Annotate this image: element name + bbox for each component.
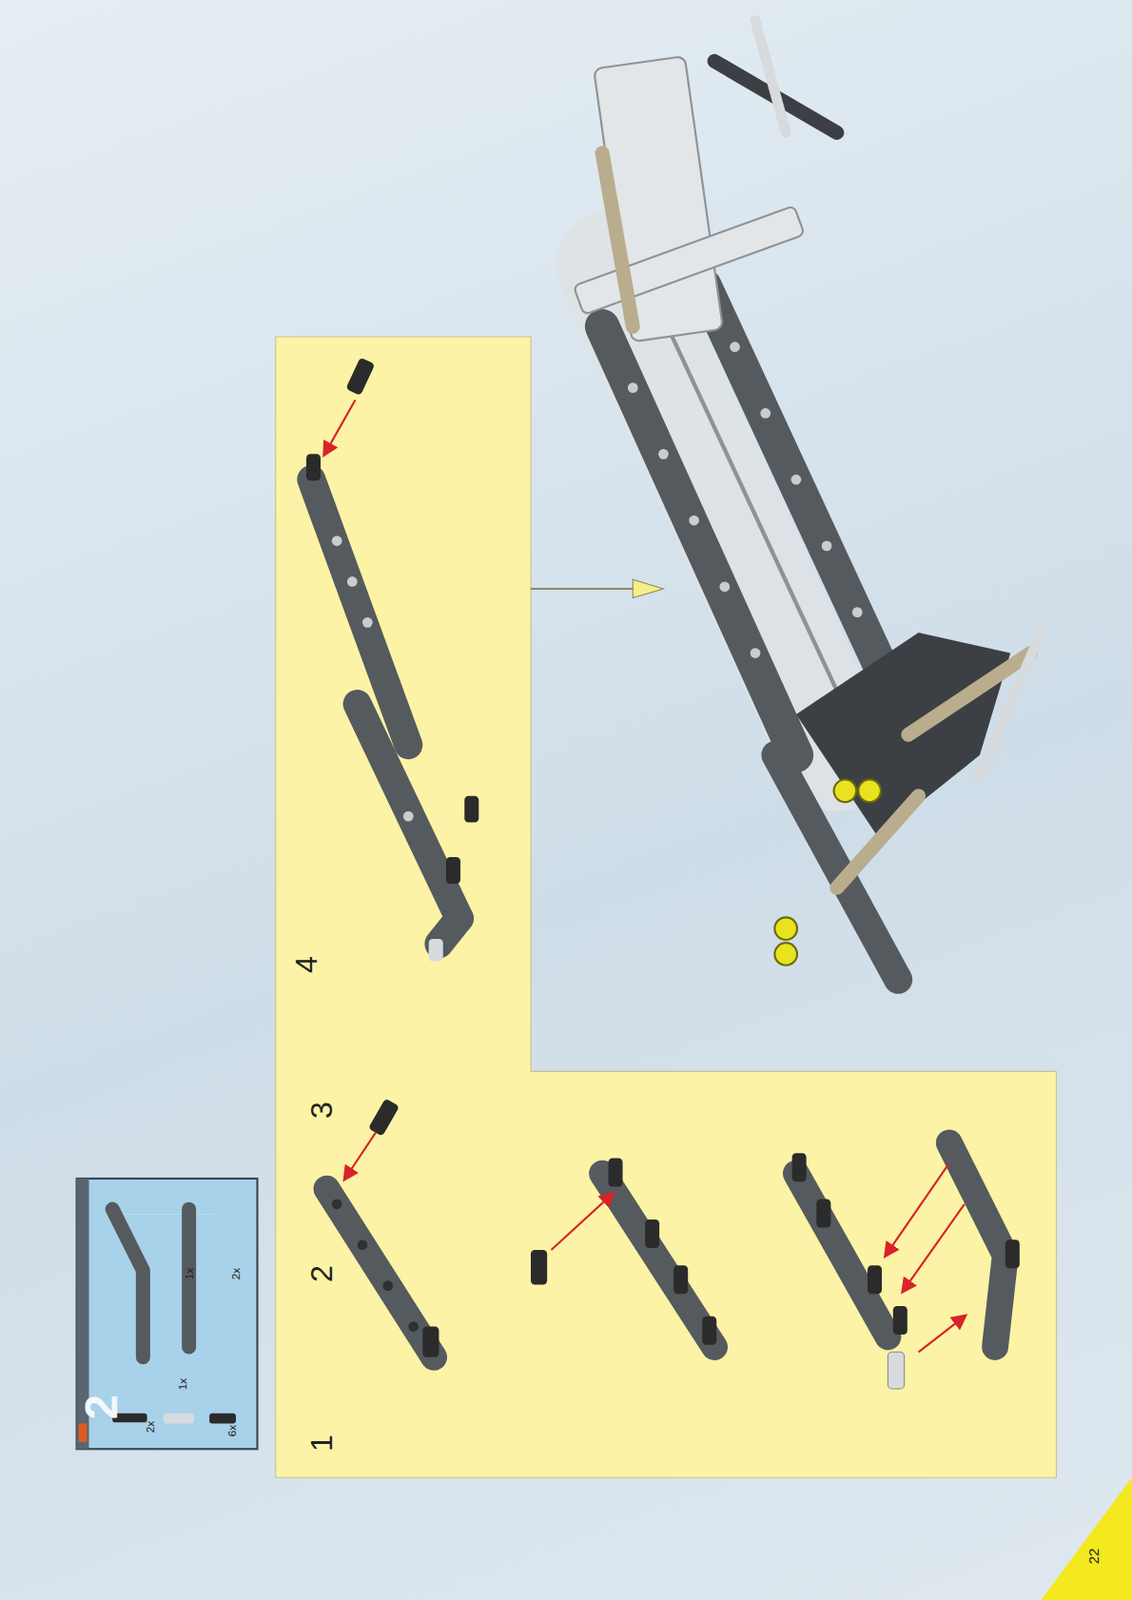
beam-step-2	[530, 1158, 717, 1347]
quantity: 2x	[231, 1268, 243, 1280]
parts-list-box	[77, 1178, 258, 1449]
step-number: 2	[306, 1265, 337, 1283]
beam-step-1	[326, 1098, 439, 1358]
quantity: 6x	[227, 1424, 239, 1437]
page-number: 22	[1087, 1548, 1102, 1565]
beam-assembly-step-4	[306, 357, 479, 962]
quantity: 1x	[177, 1378, 190, 1390]
pointer-arrow	[530, 579, 664, 598]
parts-list-number: 2	[79, 1394, 125, 1420]
step-number: 3	[306, 1102, 337, 1120]
step-number: 4	[291, 956, 322, 974]
page-corner	[1040, 1477, 1132, 1600]
quantity: 1x	[184, 1268, 196, 1280]
chassis-model	[573, 19, 1042, 979]
beams-step-3	[792, 1142, 1020, 1389]
quantity: 2x	[145, 1421, 157, 1433]
step-number: 1	[306, 1434, 337, 1452]
